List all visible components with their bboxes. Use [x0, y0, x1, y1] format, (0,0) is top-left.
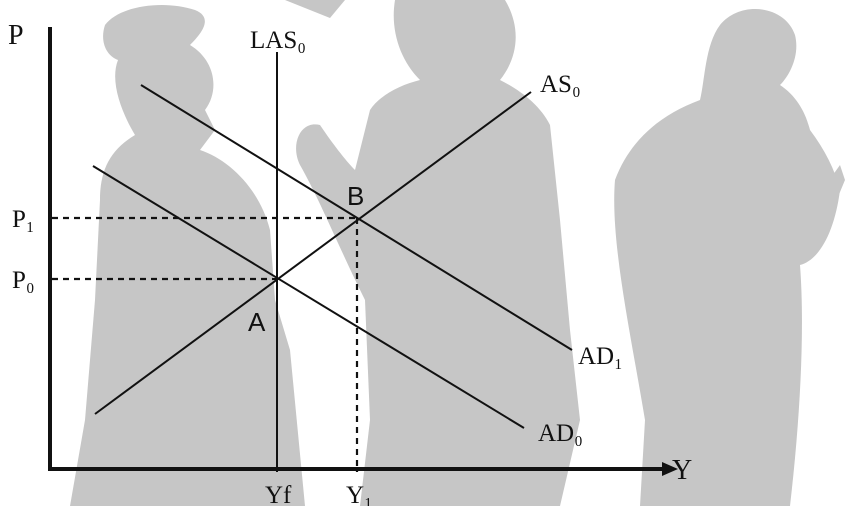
- yf-label: Yf: [265, 482, 292, 506]
- point-a-label: A: [248, 307, 266, 337]
- x-axis-arrowhead: [662, 462, 678, 476]
- background-silhouettes: [70, 0, 845, 506]
- silhouette-center-figure: [296, 0, 580, 506]
- as-curve: [94, 91, 532, 415]
- ad1-label: AD₁: [578, 343, 623, 370]
- p0-label: P₀: [12, 267, 35, 294]
- ad1-curve: [140, 84, 573, 351]
- ad0-curve: [92, 165, 525, 429]
- p1-label: P₁: [12, 206, 35, 233]
- y-axis-label: P: [8, 20, 24, 51]
- silhouette-book: [705, 165, 845, 250]
- las-label: LAS₀: [250, 27, 306, 54]
- y1-label: Y₁: [346, 482, 373, 506]
- silhouette-left-figure: [70, 5, 305, 506]
- ad0-label: AD₀: [538, 420, 583, 447]
- silhouette-right-figure: [614, 9, 840, 506]
- silhouette-top-shape: [285, 0, 345, 18]
- x-axis-label: Y: [672, 455, 692, 486]
- point-b-label: B: [347, 181, 364, 211]
- as-label: AS₀: [540, 71, 581, 98]
